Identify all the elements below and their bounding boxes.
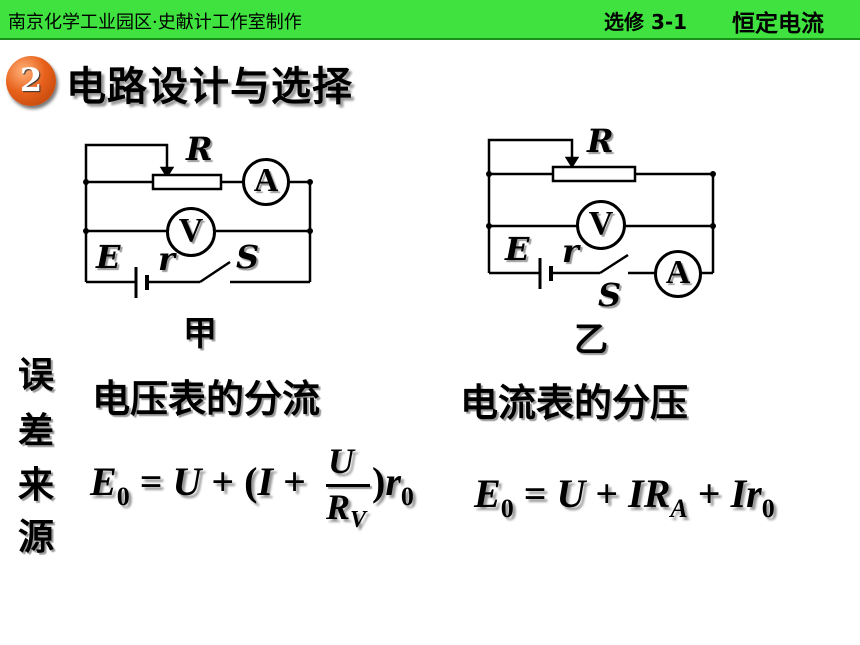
formula-fraction-bar [326, 484, 370, 487]
emf-label-yi: E [505, 230, 530, 268]
internal-r-label-yi: r [562, 232, 579, 270]
section-title: 电路设计与选择 [66, 64, 353, 110]
internal-r-label-jia: r [158, 240, 175, 278]
voltmeter-shunt-heading: 电压表的分流 [92, 377, 321, 421]
header-course: 选修 3-1 [604, 10, 688, 34]
voltmeter-jia: V [166, 207, 216, 257]
formula-fraction-numerator: U [328, 441, 354, 481]
error-source-char-3: 来 [18, 465, 55, 506]
section-number: 2 [19, 61, 43, 99]
formula-voltmeter-shunt: E0 = U + (I + [90, 459, 306, 511]
formula-fraction-denominator: RV [326, 487, 367, 533]
formula-voltmeter-shunt-tail: )r0 [372, 459, 414, 511]
ammeter-jia: A [242, 158, 290, 206]
emf-label-jia: E [96, 238, 121, 276]
resistor-label-jia: R [186, 130, 213, 168]
header-credit: 南京化学工业园区·史献计工作室制作 [8, 12, 302, 33]
formula-ammeter-divider: E0 = U + IRA + Ir0 [474, 471, 775, 523]
caption-jia: 甲 [183, 314, 217, 354]
voltmeter-yi: V [576, 200, 626, 250]
caption-yi: 乙 [574, 320, 608, 360]
section-number-badge: 2 [6, 56, 56, 106]
header-topic: 恒定电流 [732, 11, 824, 37]
header-bar: 南京化学工业园区·史献计工作室制作 选修 3-1 恒定电流 [0, 0, 860, 40]
error-source-char-1: 误 [18, 355, 55, 396]
resistor-label-yi: R [587, 122, 614, 160]
error-source-char-4: 源 [18, 517, 55, 558]
ammeter-yi: A [654, 250, 702, 298]
switch-label-jia: S [236, 238, 260, 276]
switch-label-yi: S [598, 276, 622, 314]
error-source-char-2: 差 [18, 411, 55, 452]
ammeter-divider-heading: 电流表的分压 [460, 381, 689, 425]
